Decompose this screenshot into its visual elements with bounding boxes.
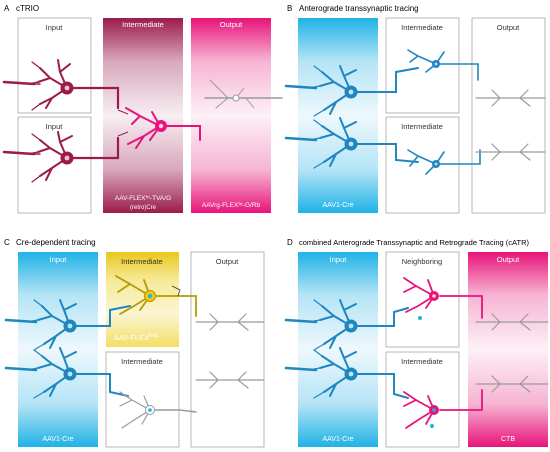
panel-d-output-box (468, 252, 548, 447)
panel-c-intermediate1-vector: AAV-FLEXloxp (114, 333, 159, 342)
panel-d-neighboring-box (385, 251, 460, 348)
panel-d-output-vector: CTB (501, 436, 515, 443)
panel-c-neuron-input-2 (4, 347, 129, 399)
panel-b-output-label: Output (497, 23, 520, 32)
panel-d-cre-dot-2 (430, 424, 434, 428)
panel-d-title: combined Anterograde Transsynaptic and R… (299, 238, 529, 247)
panel-b-letter: B (287, 4, 292, 13)
panel-d-neuron-input-2 (284, 347, 409, 399)
panel-a-neuron-input-1 (2, 59, 120, 111)
panel-a-output-box (191, 18, 271, 213)
panel-d-neuron-input-1 (284, 299, 409, 351)
panel-c-intermediate1-box (106, 252, 179, 347)
panel-c-neuron-intermediate-1 (115, 275, 197, 317)
panel-c-neuron-intermediate-2 (119, 391, 197, 429)
panel-c-input-box (18, 252, 98, 447)
panel-d-neuron-output (475, 313, 549, 393)
panel-d-cre-dot-1 (418, 316, 422, 320)
panel-b-intermediate1-label: Intermediate (401, 23, 443, 32)
panel-b-neuron-intermediate-2 (407, 149, 481, 175)
panel-b-output-box (471, 17, 546, 214)
panel-a-neuron-input-2 (2, 131, 120, 183)
panel-d-input-label: Input (330, 255, 348, 264)
panel-b-neuron-intermediate-1 (407, 49, 479, 81)
panel-c-output-label: Output (216, 257, 239, 266)
panel-b-title: Anterograde transsynaptic tracing (299, 4, 419, 13)
panel-b-input-box (298, 18, 378, 213)
panel-d-neuron-neighboring (403, 277, 483, 319)
panel-b-intermediate2-box (385, 116, 460, 214)
panel-d: D combined Anterograde Transsynaptic and… (284, 238, 549, 448)
panel-a-intermediate-vector-2: (retro)Cre (130, 205, 157, 211)
panel-c-intermediate1-label: Intermediate (121, 257, 163, 266)
panel-d-neuron-intermediate (403, 389, 483, 429)
panel-a-synapses (117, 109, 129, 137)
panel-a-output-label: Output (220, 20, 243, 29)
panel-a-input2-label: Input (46, 122, 64, 131)
panel-a-intermediate-label: Intermediate (122, 20, 164, 29)
panel-b-input-vector: AAV1-Cre (323, 202, 354, 209)
panel-d-output-label: Output (497, 255, 520, 264)
panel-a: A cTRIO Input Input Intermediate AAV-FLE… (2, 4, 283, 214)
panel-d-letter: D (287, 238, 293, 247)
panel-a-intermediate-box (103, 18, 183, 213)
panel-c-letter: C (4, 238, 10, 247)
panel-c-output-box (190, 251, 265, 448)
panel-d-input-vector: AAV1-Cre (323, 436, 354, 443)
panel-c-title: Cre-dependent tracing (16, 238, 96, 247)
panel-a-intermediate-vector-1: AAV-FLEXᶠʳᵗ-TVA/G (115, 195, 171, 202)
panel-d-neighboring-label: Neighboring (402, 257, 442, 266)
panel-a-neuron-intermediate (125, 107, 201, 149)
panel-d-intermediate-label: Intermediate (401, 357, 443, 366)
panel-c-neuron-input-1 (4, 299, 131, 351)
panel-b-neuron-output (475, 89, 546, 161)
panel-b-intermediate2-label: Intermediate (401, 122, 443, 131)
panel-c-arrow-icon (171, 285, 181, 297)
panel-a-output-vector: AAVrg-FLEXᶠʳᵗ-G/Rb (202, 202, 261, 209)
panel-b-neuron-input-2 (284, 117, 419, 169)
panel-b-neuron-input-1 (284, 65, 419, 117)
panel-c-neuron-output (195, 313, 265, 389)
panel-d-intermediate-box (385, 351, 460, 448)
panel-a-input1-box (17, 17, 92, 114)
panel-c-input-vector: AAV1-Cre (43, 436, 74, 443)
panel-a-input1-label: Input (46, 23, 64, 32)
panel-c-input-label: Input (50, 255, 68, 264)
panel-a-title: cTRIO (16, 4, 39, 13)
panel-c: C Cre-dependent tracing Input AAV1-Cre I… (4, 238, 265, 448)
panel-a-input2-box (17, 116, 92, 214)
panel-b-intermediate1-box (385, 17, 460, 114)
panel-b: B Anterograde transsynaptic tracing AAV1… (284, 4, 546, 214)
panel-a-letter: A (4, 4, 10, 13)
panel-d-input-box (298, 252, 378, 447)
panel-c-intermediate2-label: Intermediate (121, 357, 163, 366)
panel-c-intermediate2-box (105, 351, 180, 448)
